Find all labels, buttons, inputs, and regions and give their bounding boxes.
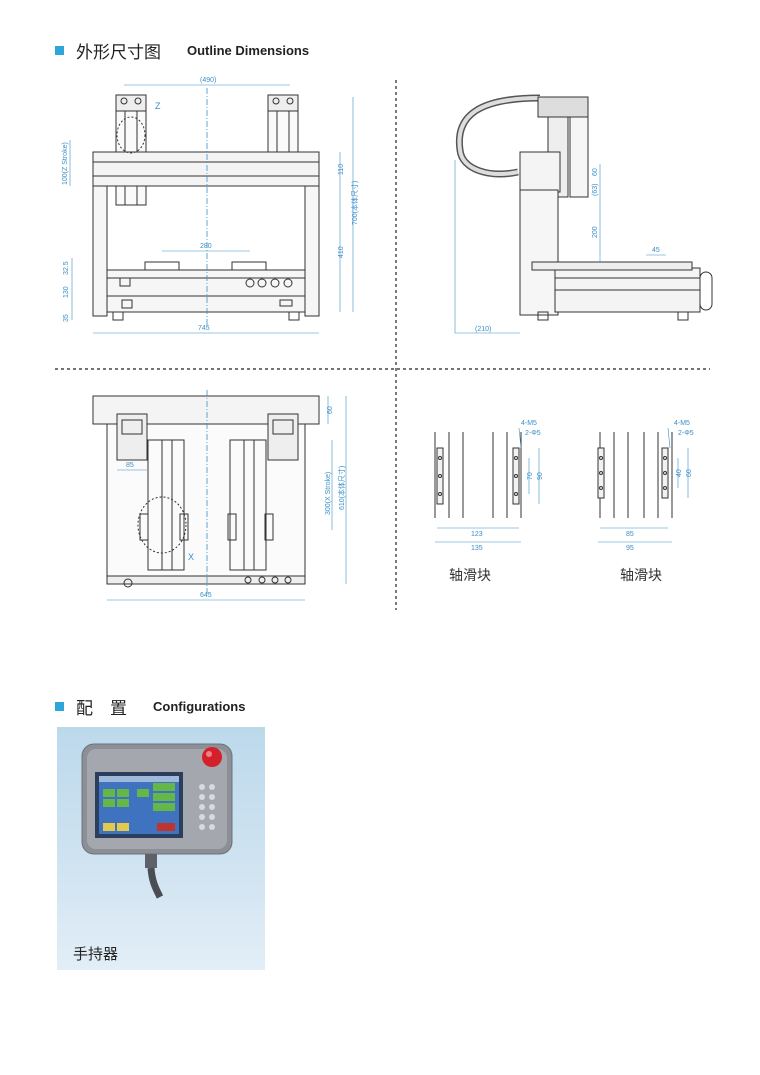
side-view-drawing: 60 (63) 200 45 (210) — [454, 94, 713, 334]
dim-front-110: 110 — [338, 164, 345, 175]
axis-block-2-caption: 轴滑块 — [620, 568, 662, 584]
dim-block2-95: 95 — [626, 545, 634, 552]
dim-side-200: 200 — [592, 226, 599, 238]
dim-side-45: 45 — [652, 247, 660, 254]
section-title-cn: 外形尺寸图 — [76, 43, 161, 63]
dim-block1-135: 135 — [471, 545, 483, 552]
section2-title-en: Configurations — [153, 699, 246, 714]
section-header-outline: 外形尺寸图 Outline Dimensions — [55, 38, 309, 63]
dim-front-410: 410 — [338, 246, 345, 258]
bullet-square-icon — [55, 46, 64, 55]
dim-top-x-stroke: 300(X Stroke) — [325, 472, 332, 515]
section-title-en: Outline Dimensions — [187, 43, 310, 58]
axis-block-2-drawing: 4-M5 2-Φ5 40 60 85 95 — [597, 420, 694, 552]
teach-pendant-image — [81, 743, 233, 899]
label-z-axis: Z — [155, 101, 161, 111]
front-view-drawing: (490) Z 100(Z Stroke) 110 700(本体尺寸) 410 … — [62, 77, 359, 334]
dim-top-60: 60 — [327, 406, 334, 414]
dim-block2-60: 60 — [686, 469, 693, 477]
dim-block1-m5: 4-M5 — [521, 420, 537, 427]
pendant-photo: 手持器 — [57, 727, 265, 970]
dim-top-610: 610(本体尺寸) — [337, 466, 346, 510]
label-x-axis: X — [188, 552, 194, 562]
dim-side-63: (63) — [592, 184, 599, 196]
dim-front-280: 280 — [200, 243, 212, 250]
pendant-caption: 手持器 — [73, 945, 119, 963]
dim-block1-depth: 2-Φ5 — [525, 430, 541, 437]
dim-front-745: 745 — [198, 325, 210, 332]
dim-block2-depth: 2-Φ5 — [678, 430, 694, 437]
dim-front-700: 700(本体尺寸) — [350, 181, 359, 225]
dim-front-35: 35 — [63, 314, 70, 322]
dim-block1-123: 123 — [471, 531, 483, 538]
axis-block-1-caption: 轴滑块 — [449, 568, 491, 584]
dim-block2-40: 40 — [676, 469, 683, 477]
dim-block1-90: 90 — [537, 472, 544, 480]
dim-top-85: 85 — [126, 462, 134, 469]
dim-top-645: 645 — [200, 592, 212, 599]
dim-block1-70: 70 — [527, 472, 534, 480]
dim-front-z-stroke: 100(Z Stroke) — [62, 142, 69, 185]
dim-front-130: 130 — [63, 286, 70, 298]
bullet-square-icon — [55, 702, 64, 711]
dim-block2-m5: 4-M5 — [674, 420, 690, 427]
top-view-drawing: 60 85 300(X Stroke) 610(本体尺寸) X 645 — [92, 390, 347, 601]
section-header-config: 配 置 Configurations — [55, 694, 245, 719]
dim-side-210: (210) — [475, 326, 491, 333]
section2-title-cn: 配 置 — [76, 699, 127, 719]
axis-block-1-drawing: 4-M5 2-Φ5 70 90 123 135 — [434, 420, 544, 552]
dim-side-60: 60 — [592, 168, 599, 176]
dim-front-32-5: 32.5 — [63, 261, 70, 275]
dim-front-490: (490) — [200, 77, 216, 84]
dim-block2-85: 85 — [626, 531, 634, 538]
